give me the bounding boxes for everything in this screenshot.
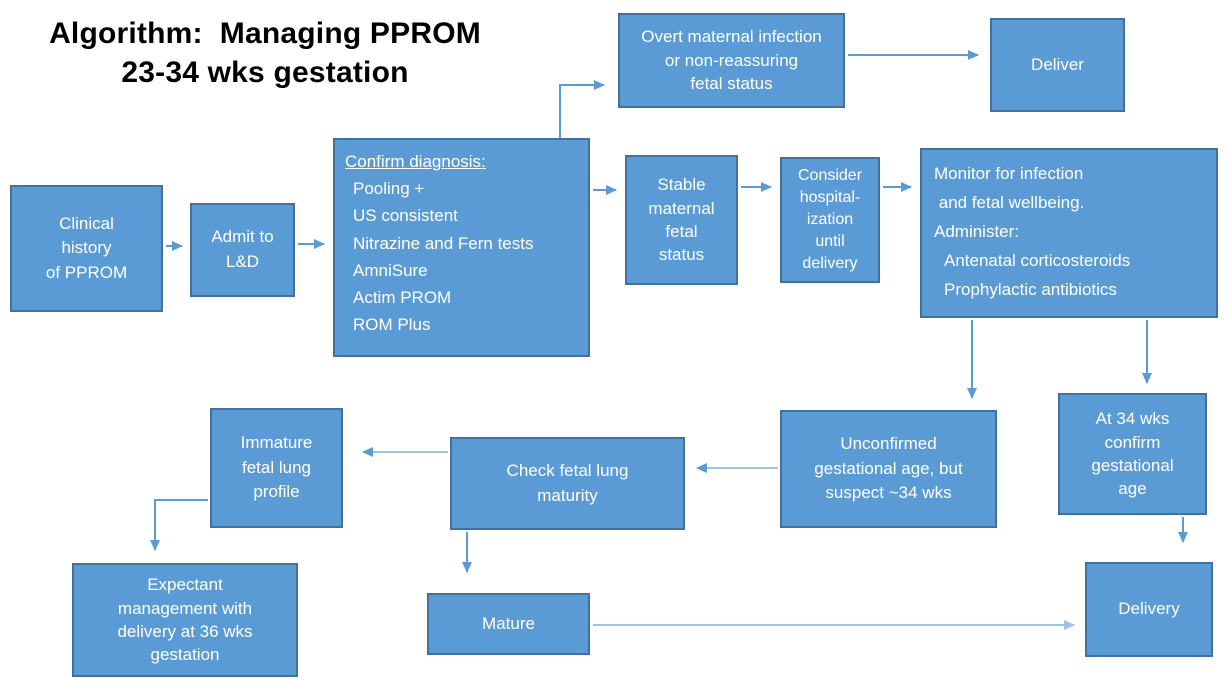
node-check-lung-maturity: Check fetal lung maturity bbox=[450, 437, 685, 530]
monitor-items: Antenatal corticosteroids Prophylactic a… bbox=[934, 247, 1130, 305]
confirm-diagnosis-items: Pooling + US consistent Nitrazine and Fe… bbox=[345, 175, 533, 338]
node-deliver: Deliver bbox=[990, 18, 1125, 112]
node-delivery: Delivery bbox=[1085, 562, 1213, 657]
node-expectant-management: Expectant management with delivery at 36… bbox=[72, 563, 298, 677]
node-immature-profile: Immature fetal lung profile bbox=[210, 408, 343, 528]
node-monitor-intro: Monitor for infection and fetal wellbein… bbox=[934, 164, 1085, 241]
node-check-lung-maturity-label: Check fetal lung maturity bbox=[506, 460, 629, 505]
monitor-item: Prophylactic antibiotics bbox=[944, 279, 1117, 299]
node-at-34-wks-label: At 34 wks confirm gestational age bbox=[1091, 409, 1174, 499]
node-mature: Mature bbox=[427, 593, 590, 655]
node-delivery-label: Delivery bbox=[1118, 599, 1180, 619]
node-clinical-history-label: Clinical history of PPROM bbox=[45, 213, 128, 282]
node-overt-infection-label: Overt maternal infection or non-reassuri… bbox=[641, 27, 822, 94]
node-deliver-label: Deliver bbox=[1031, 54, 1084, 74]
monitor-item: Antenatal corticosteroids bbox=[944, 250, 1131, 270]
node-consider-hospitalization: Consider hospital- ization until deliver… bbox=[780, 157, 880, 283]
confirm-item: US consistent bbox=[353, 206, 458, 226]
node-monitor-infection: Monitor for infection and fetal wellbein… bbox=[920, 148, 1218, 318]
confirm-item: Pooling + bbox=[353, 179, 425, 199]
page-title: Algorithm: Managing PPROM 23-34 wks gest… bbox=[49, 17, 481, 89]
node-confirm-diagnosis: Confirm diagnosis: Pooling + US consiste… bbox=[333, 138, 590, 357]
node-expectant-management-label: Expectant management with delivery at 36… bbox=[117, 575, 253, 665]
node-at-34-wks: At 34 wks confirm gestational age bbox=[1058, 393, 1207, 515]
node-consider-hospitalization-label: Consider hospital- ization until deliver… bbox=[797, 166, 863, 273]
node-unconfirmed-age-label: Unconfirmed gestational age, but suspect… bbox=[814, 434, 963, 503]
node-immature-profile-label: Immature fetal lung profile bbox=[240, 433, 313, 502]
node-admit-ld-label: Admit to L&D bbox=[211, 227, 274, 271]
node-stable-status: Stable maternal fetal status bbox=[625, 155, 738, 285]
arrow-confirm-to-overt-infection bbox=[559, 80, 605, 138]
node-mature-label: Mature bbox=[482, 613, 535, 633]
confirm-item: ROM Plus bbox=[353, 315, 431, 335]
node-admit-ld: Admit to L&D bbox=[190, 203, 295, 297]
confirm-diagnosis-header: Confirm diagnosis: bbox=[345, 152, 486, 171]
node-clinical-history: Clinical history of PPROM bbox=[10, 185, 163, 312]
node-stable-status-label: Stable maternal fetal status bbox=[648, 175, 715, 265]
confirm-item: Nitrazine and Fern tests bbox=[353, 233, 534, 253]
node-unconfirmed-age: Unconfirmed gestational age, but suspect… bbox=[780, 410, 997, 528]
arrow-immature-to-expectant bbox=[150, 499, 208, 551]
confirm-item: AmniSure bbox=[353, 260, 428, 280]
node-overt-infection: Overt maternal infection or non-reassuri… bbox=[618, 13, 845, 108]
confirm-item: Actim PROM bbox=[353, 287, 452, 307]
